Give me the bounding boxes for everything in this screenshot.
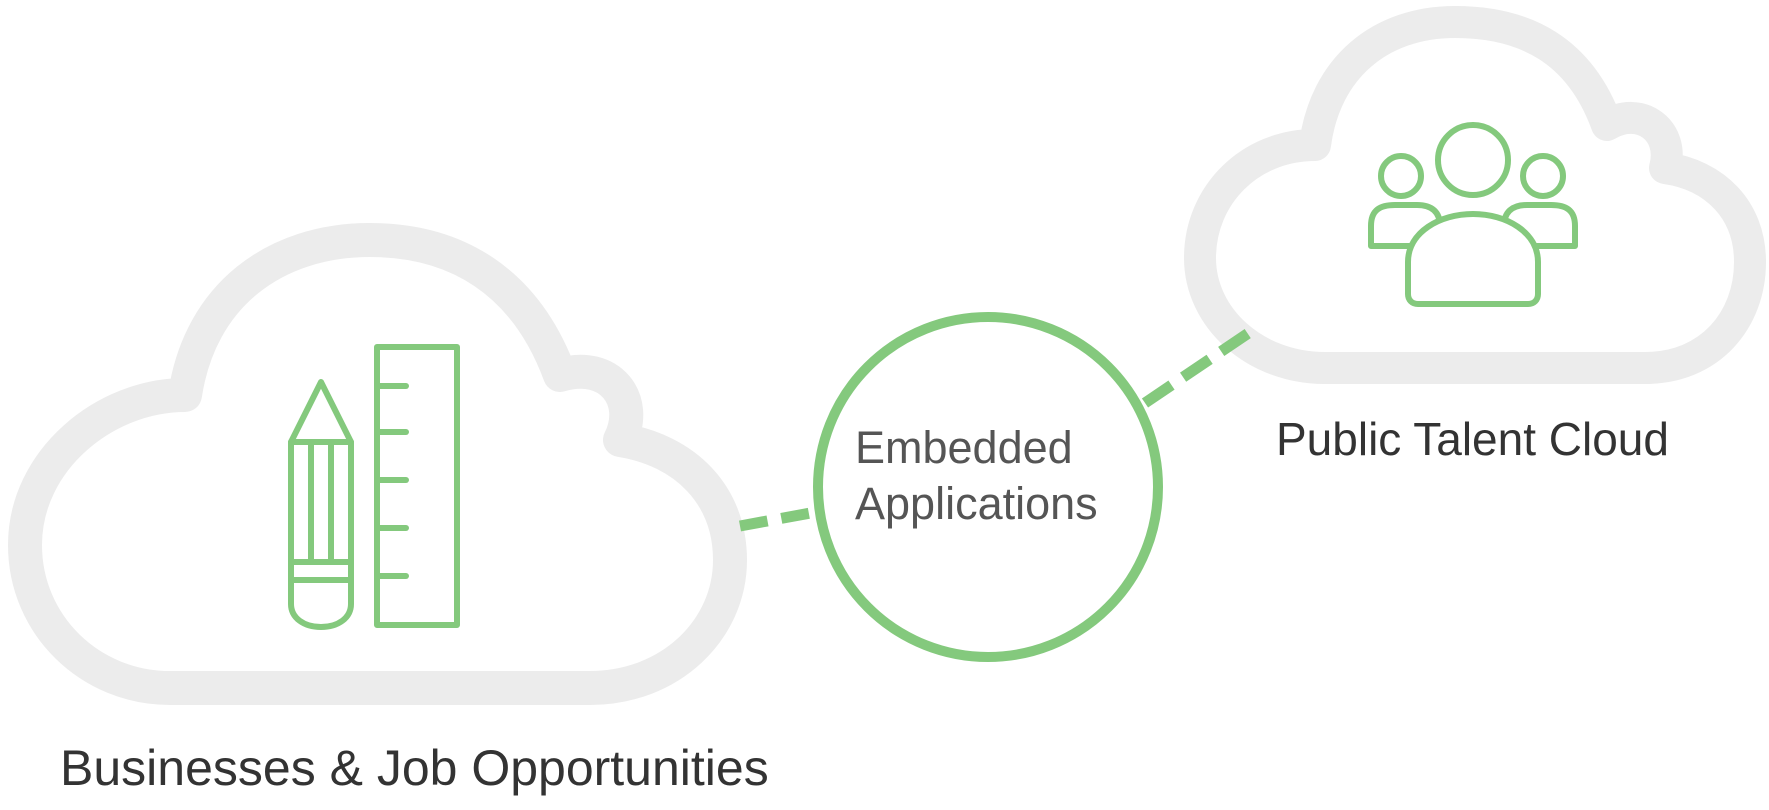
right-cloud <box>1184 6 1766 384</box>
embedded-applications-label: Embedded Applications <box>855 420 1130 532</box>
connector-left <box>739 506 817 532</box>
embedded-applications-line2: Applications <box>855 478 1098 529</box>
people-group-icon <box>1368 122 1578 307</box>
businesses-job-opportunities-label: Businesses & Job Opportunities <box>60 740 769 796</box>
left-cloud-outline <box>8 223 747 705</box>
embedded-applications-line1: Embedded <box>855 422 1073 473</box>
left-cloud <box>8 223 747 705</box>
connector-right <box>1141 327 1254 408</box>
embedded-applications-circle <box>813 312 1163 662</box>
right-cloud-outline <box>1184 6 1766 384</box>
public-talent-cloud-label: Public Talent Cloud <box>1276 413 1669 465</box>
pencil-ruler-icon <box>288 344 460 630</box>
